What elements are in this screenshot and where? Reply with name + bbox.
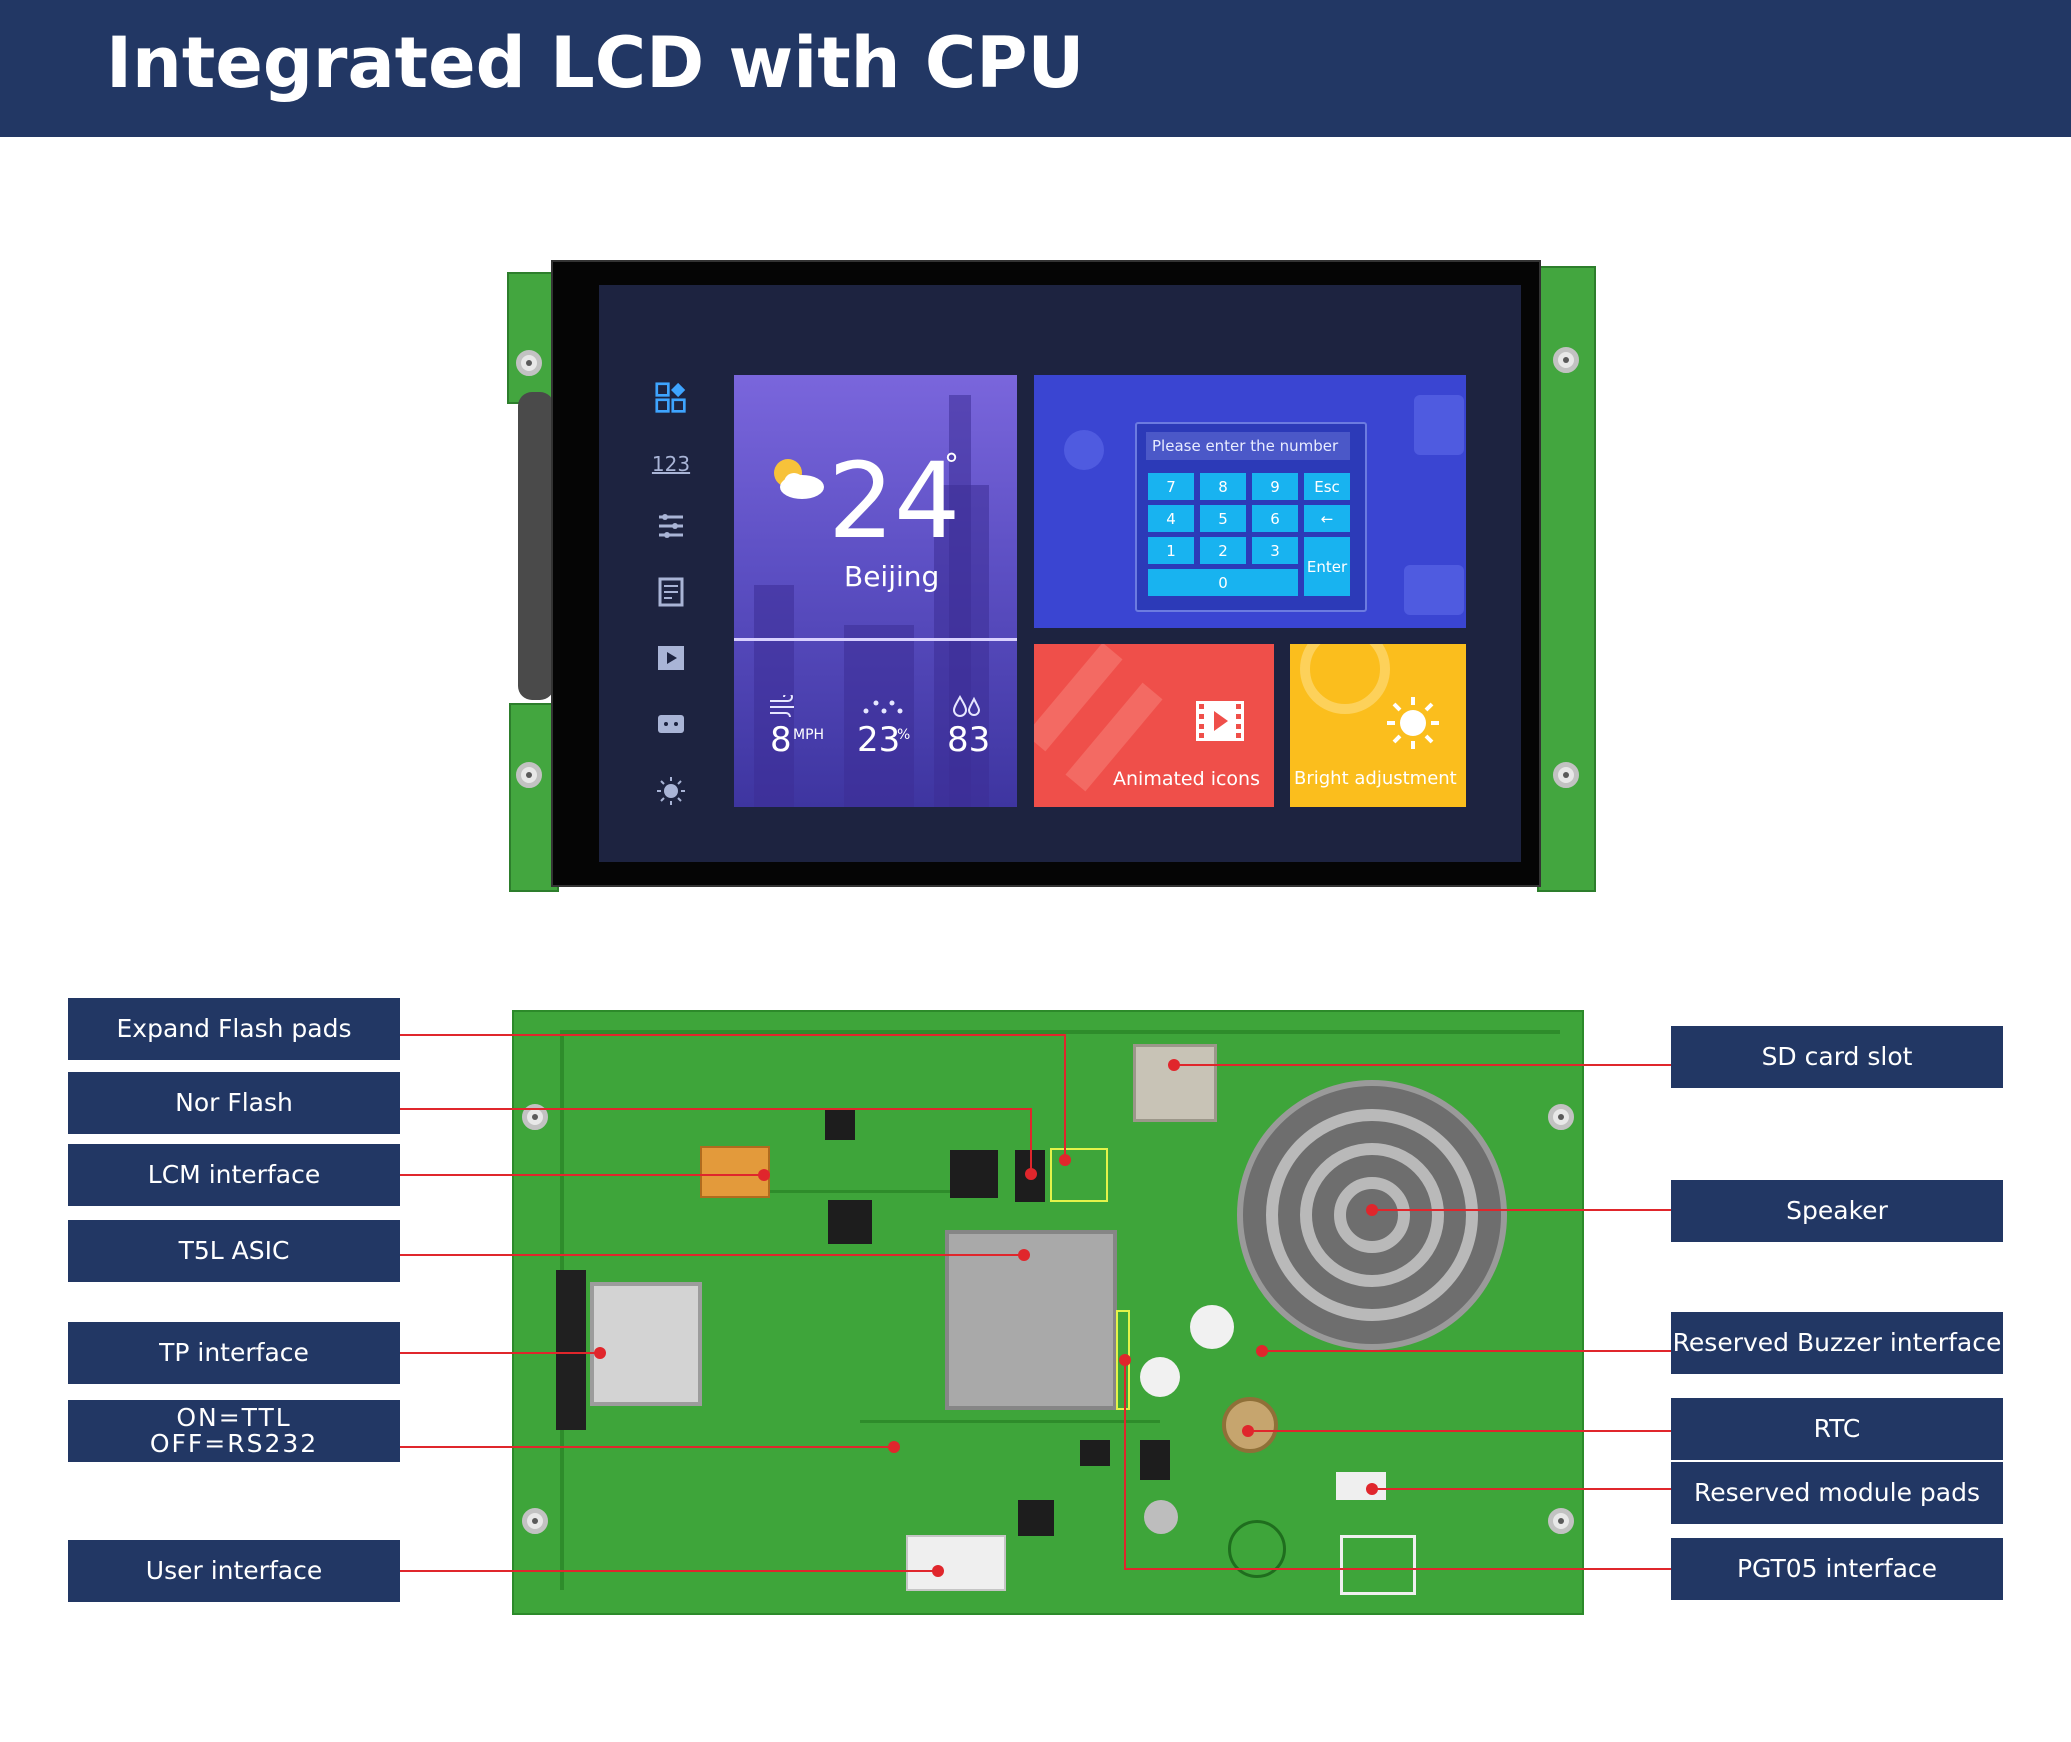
humidity-icon — [952, 694, 982, 722]
ic-chip — [828, 1200, 872, 1244]
label-expand-flash-pads: Expand Flash pads — [68, 998, 400, 1060]
page-title: Integrated LCD with CPU — [106, 22, 1085, 104]
mounting-hole — [1548, 1104, 1574, 1130]
number-input[interactable]: Please enter the number — [1146, 432, 1350, 460]
label-nor-flash: Nor Flash — [68, 1072, 400, 1134]
ic-chip — [1080, 1440, 1110, 1466]
wind-value: 8 — [770, 720, 792, 760]
sd-card-slot — [1133, 1044, 1217, 1122]
key-5[interactable]: 5 — [1200, 505, 1246, 532]
key-enter[interactable]: Enter — [1304, 537, 1350, 596]
key-0[interactable]: 0 — [1148, 569, 1298, 596]
key-4[interactable]: 4 — [1148, 505, 1194, 532]
city-name: Beijing — [844, 560, 940, 593]
label-reserved-module-pads: Reserved module pads — [1671, 1462, 2003, 1524]
key-7[interactable]: 7 — [1148, 473, 1194, 500]
tp-socket — [590, 1282, 702, 1406]
rs232-line: OFF=RS232 — [149, 1429, 319, 1458]
mounting-hole — [1548, 1508, 1574, 1534]
label-speaker: Speaker — [1671, 1180, 2003, 1242]
degree-symbol: ° — [944, 448, 959, 483]
key-backspace[interactable]: ← — [1304, 505, 1350, 532]
precip-unit: % — [897, 727, 911, 743]
wind-unit: MPH — [793, 727, 825, 743]
brightness-icon[interactable] — [655, 775, 687, 807]
ribbon-connector — [518, 392, 554, 700]
sliders-icon[interactable] — [655, 510, 687, 542]
label-rtc: RTC — [1671, 1398, 2003, 1460]
key-9[interactable]: 9 — [1252, 473, 1298, 500]
t5l-asic-chip — [945, 1230, 1117, 1410]
label-tp-interface: TP interface — [68, 1322, 400, 1384]
pcb-edge-left-top — [507, 272, 559, 404]
video-icon[interactable] — [655, 642, 687, 674]
ic-chip — [825, 1110, 855, 1140]
chat-icon[interactable] — [655, 708, 687, 740]
temperature-value: 24 — [828, 440, 961, 562]
header-banner: Integrated LCD with CPU — [0, 0, 2071, 137]
rain-icon — [860, 695, 904, 722]
key-2[interactable]: 2 — [1200, 537, 1246, 564]
label-pgt05-interface: PGT05 interface — [1671, 1538, 2003, 1600]
capacitor — [1140, 1357, 1180, 1397]
key-3[interactable]: 3 — [1252, 537, 1298, 564]
antenna-pad — [1340, 1535, 1416, 1595]
notes-icon[interactable] — [655, 576, 687, 608]
mounting-hole — [1553, 347, 1579, 373]
label-user-interface: User interface — [68, 1540, 400, 1602]
apps-icon[interactable] — [655, 382, 687, 414]
animated-icons-label: Animated icons — [1113, 768, 1260, 790]
sun-icon — [1385, 695, 1441, 755]
flash-chip — [950, 1150, 998, 1198]
key-8[interactable]: 8 — [1200, 473, 1246, 500]
weather-panel[interactable] — [734, 375, 1017, 807]
mounting-hole — [1553, 762, 1579, 788]
weather-divider — [734, 638, 1017, 641]
buzzer-pad — [1190, 1305, 1234, 1349]
precip-value: 23 — [857, 720, 901, 760]
film-icon — [1195, 700, 1245, 746]
label-t5l-asic: T5L ASIC — [68, 1220, 400, 1282]
key-esc[interactable]: Esc — [1304, 473, 1350, 500]
ic-chip — [1018, 1500, 1054, 1536]
mounting-hole — [522, 1508, 548, 1534]
ttl-line: ON=TTL — [176, 1403, 292, 1432]
label-sd-card-slot: SD card slot — [1671, 1026, 2003, 1088]
bright-adjustment-tile[interactable] — [1290, 644, 1466, 807]
label-ttl-rs232: ON=TTL OFF=RS232 — [68, 1400, 400, 1462]
partly-cloudy-icon — [768, 455, 828, 507]
expand-flash-pads — [1050, 1148, 1108, 1202]
mounting-hole — [516, 350, 542, 376]
label-reserved-buzzer-interface: Reserved Buzzer interface — [1671, 1312, 2003, 1374]
key-6[interactable]: 6 — [1252, 505, 1298, 532]
number-pad-icon[interactable]: 123 — [651, 452, 691, 476]
module-pads — [1336, 1472, 1386, 1500]
label-lcm-interface: LCM interface — [68, 1144, 400, 1206]
bright-adjustment-label: Bright adjustment — [1294, 768, 1457, 789]
user-interface-connector — [906, 1535, 1006, 1591]
key-1[interactable]: 1 — [1148, 537, 1194, 564]
certification-mark — [1228, 1520, 1286, 1578]
ic-chip — [1140, 1440, 1170, 1480]
tp-connector — [556, 1270, 586, 1430]
wind-icon — [768, 692, 798, 722]
mounting-hole — [516, 762, 542, 788]
pcb-edge-left-bottom — [509, 703, 559, 892]
humidity-value: 83 — [947, 720, 991, 760]
capacitor — [1144, 1500, 1178, 1534]
